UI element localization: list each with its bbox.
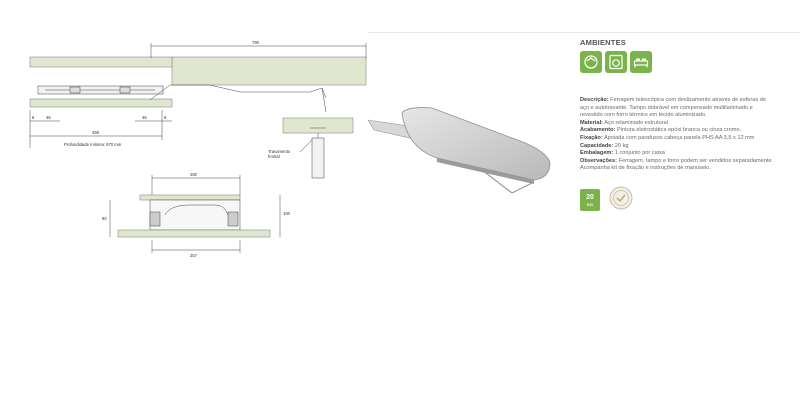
dim-right-height: 100: [283, 211, 291, 216]
dim-inner-length: 459: [92, 130, 100, 135]
lock-detail-post: [311, 137, 325, 179]
spec-line: Material: Aço relaminado estrutural: [580, 119, 668, 126]
quality-seal-icon: [608, 185, 634, 216]
front-view-board-top: [139, 194, 241, 201]
ironing-board-top: [171, 56, 367, 86]
front-view-cabinet-base: [117, 229, 271, 238]
weight-value: 20: [586, 194, 594, 202]
depth-note: Profundidade mínima: 670 mm: [64, 142, 122, 147]
spec-line: Fixação: Apoiada com parafusos cabeça pa…: [580, 134, 755, 141]
cabinet-top-panel: [29, 56, 173, 68]
spec-line: revestido com forro térmico em tecido al…: [580, 112, 707, 119]
dim-right-b: 8: [164, 115, 167, 120]
dim-total-length: 790: [252, 40, 260, 45]
environments-title: AMBIENTES: [580, 38, 626, 47]
dim-bottom-width: 257: [190, 253, 198, 258]
bedroom-icon: [630, 51, 652, 73]
dim-left-b: 46: [46, 115, 51, 120]
environment-icons: [580, 51, 795, 73]
cabinet-bottom-panel: [29, 98, 173, 108]
spec-line: Acabamento: Pintura eletrostática epóxi …: [580, 127, 742, 134]
front-view-mechanism: [149, 199, 241, 231]
weight-unit: KG: [587, 202, 593, 208]
lock-detail-board: [282, 117, 354, 134]
folding-arm: [149, 84, 327, 101]
header-divider: [368, 32, 800, 33]
badges: 20 KG: [580, 185, 795, 216]
dim-top-width: 280: [190, 172, 198, 177]
spec-line: Acompanha kit de fixação e instruções de…: [580, 165, 711, 172]
spec-line: Capacidade: 20 kg: [580, 142, 629, 149]
weight-capacity-icon: 20 KG: [580, 189, 600, 212]
laundry-icon: [580, 51, 602, 73]
lock-note-line2: frontal: [268, 154, 280, 159]
spec-line: aço e autotravante. Tampo dobrável em co…: [580, 104, 753, 111]
product-photo: [367, 107, 551, 194]
dim-right-a: 46: [142, 115, 147, 120]
specs-panel: AMBIENTES Descrição: Ferragem telescópic…: [580, 38, 795, 216]
washing-machine-icon: [605, 51, 627, 73]
dim-left-a: 8: [32, 115, 35, 120]
technical-drawing: 790 8 46 46 8 459 Profundidade mínima: 6…: [29, 40, 367, 258]
dim-left-height: 80: [102, 216, 107, 221]
spec-line: Observações: Ferragem, tampo e forro pod…: [580, 157, 774, 164]
spec-line: Embalagem: 1 conjunto por caixa: [580, 150, 665, 157]
lock-note-line1: Travamento: [268, 149, 291, 154]
spec-line: Descrição: Ferragem telescópica com desl…: [580, 97, 766, 103]
